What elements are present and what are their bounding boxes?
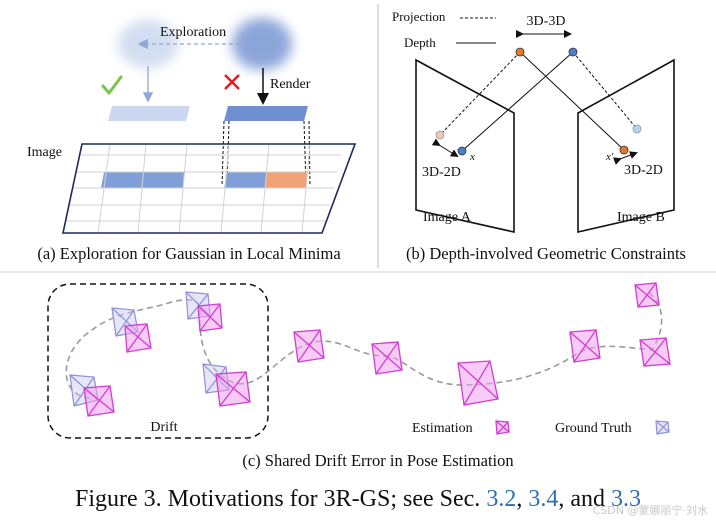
est-pose: [457, 360, 499, 406]
exploration-label: Exploration: [160, 25, 226, 40]
x-left-label: x: [469, 151, 475, 163]
trajectory-path: [65, 291, 663, 399]
image-b-label: Image B: [617, 210, 665, 225]
reproj-error-a: [431, 138, 459, 158]
est-pose: [293, 329, 325, 363]
panel-c: Drift Estimation Ground Truth (c) Shar: [47, 282, 671, 470]
drift-box: [47, 283, 269, 439]
watermark: CSDN @蒙娜丽宁·刘水: [592, 504, 708, 517]
legend-depth-label: Depth: [404, 35, 436, 50]
legend-projection-label: Projection: [392, 9, 446, 24]
panel-c-caption: (c) Shared Drift Error in Pose Estimatio…: [242, 451, 513, 470]
left-3d2d-label: 3D-2D: [422, 165, 461, 180]
image-plane-b: [577, 58, 675, 234]
gt-pose: [655, 420, 670, 435]
image-label: Image: [27, 145, 62, 160]
image-a-label: Image A: [423, 210, 472, 225]
figure-caption: Figure 3. Motivations for 3R-GS; see Sec…: [0, 486, 716, 513]
cross-icon: [224, 74, 240, 90]
gaussian-current: [232, 18, 292, 70]
est-pose: [639, 337, 671, 367]
top-3d3d-label: 3D-3D: [527, 14, 566, 29]
est-pose: [371, 341, 403, 375]
caption-separator: ,: [516, 486, 529, 512]
est-pose: [124, 323, 152, 353]
ref-3-3-link[interactable]: 3.3: [610, 486, 641, 512]
est-pose: [634, 282, 660, 308]
rendered-bar-current: [224, 106, 308, 121]
panel-a-caption: (a) Exploration for Gaussian in Local Mi…: [37, 244, 341, 263]
est-pose: [83, 385, 115, 417]
point-3d-left: [515, 47, 525, 57]
x-right-label: x': [605, 151, 614, 163]
est-poses: [83, 282, 671, 435]
ref-3-4-link[interactable]: 3.4: [528, 486, 559, 512]
gt-poses: [69, 291, 670, 435]
rays: [439, 51, 638, 152]
observed-point-b: [619, 145, 629, 155]
est-pose: [215, 371, 251, 407]
est-pose: [569, 329, 601, 363]
caption-prefix: Figure 3. Motivations for 3R-GS; see Sec…: [75, 486, 487, 512]
est-pose: [495, 420, 510, 435]
render-label: Render: [270, 77, 311, 92]
est-pose: [197, 303, 223, 332]
panel-b: Projection Depth 3D-3D x x' 3D-2D 3D-2D …: [392, 9, 686, 263]
projection-point-a: [435, 130, 445, 140]
legend-estimation-label: Estimation: [412, 421, 473, 436]
point-3d-right: [568, 47, 578, 57]
observed-point-a: [457, 146, 467, 156]
reproj-error-b: [612, 151, 638, 165]
caption-separator: , and: [558, 486, 611, 512]
ref-3-2-link[interactable]: 3.2: [486, 486, 517, 512]
right-3d2d-label: 3D-2D: [624, 163, 663, 178]
legend-ground-truth-label: Ground Truth: [555, 421, 632, 436]
panel-a: Exploration Render Image: [27, 18, 357, 263]
image-plane-a: [415, 58, 515, 233]
panel-b-caption: (b) Depth-involved Geometric Constraints: [406, 244, 686, 263]
projection-point-b: [632, 124, 642, 134]
image-grid: [62, 143, 357, 234]
drift-label: Drift: [150, 420, 177, 435]
rendered-bar-explored: [108, 106, 190, 121]
check-icon: [101, 75, 123, 95]
